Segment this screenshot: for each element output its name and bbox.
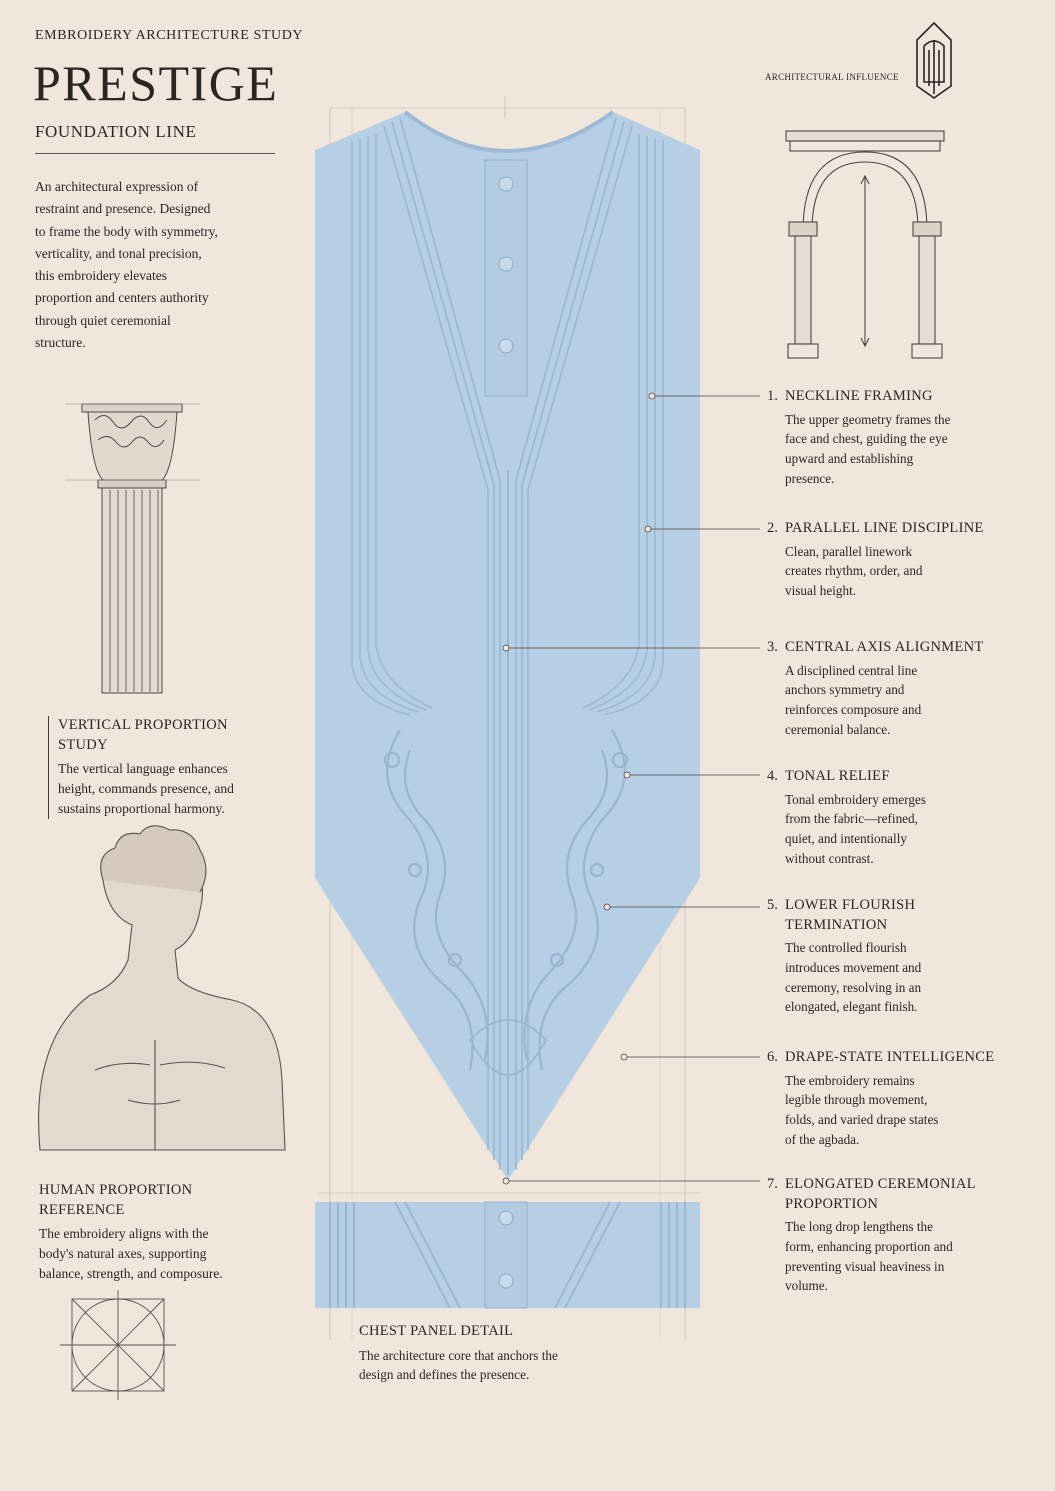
- chest-panel-body: The architecture core that anchors the d…: [359, 1347, 558, 1383]
- human-proportion-caption: HUMAN PROPORTION REFERENCE The embroider…: [39, 1181, 239, 1284]
- annotation-body: The controlled flourish introduces movem…: [785, 940, 922, 1015]
- vertical-proportion-heading: VERTICAL PROPORTION STUDY: [58, 717, 228, 753]
- annotation-number: 5.: [767, 897, 778, 913]
- leader-lines: [502, 392, 760, 1185]
- annotation-number: 7.: [767, 1176, 778, 1192]
- button-icon: [498, 256, 514, 272]
- annotation-title: ELONGATED CEREMONIAL PROPORTION: [785, 1176, 976, 1212]
- annotation-item: 2. PARALLEL LINE DISCIPLINE Clean, paral…: [767, 519, 1007, 601]
- annotation-body: Tonal embroidery emerges from the fabric…: [785, 791, 926, 866]
- architectural-influence-label: ARCHITECTURAL INFLUENCE: [765, 72, 899, 82]
- vertical-proportion-caption: VERTICAL PROPORTION STUDY The vertical l…: [48, 716, 258, 819]
- annotation-number: 6.: [767, 1049, 778, 1065]
- chest-panel-heading: CHEST PANEL DETAIL: [359, 1323, 514, 1339]
- annotation-title: CENTRAL AXIS ALIGNMENT: [785, 639, 984, 655]
- annotation-item: 3. CENTRAL AXIS ALIGNMENT A disciplined …: [767, 638, 1007, 740]
- classical-bust-icon: [38, 825, 286, 1151]
- annotation-number: 1.: [767, 388, 778, 404]
- annotation-item: 5. LOWER FLOURISH TERMINATION The contro…: [767, 896, 1007, 1017]
- human-proportion-heading: HUMAN PROPORTION REFERENCE: [39, 1182, 193, 1218]
- annotation-title: DRAPE-STATE INTELLIGENCE: [785, 1049, 995, 1065]
- annotation-title: PARALLEL LINE DISCIPLINE: [785, 520, 984, 536]
- stacked-arch-logo-icon: [916, 21, 952, 99]
- chest-panel-detail: [315, 1201, 700, 1309]
- arch-with-columns-icon: [785, 130, 945, 359]
- annotation-body: A disciplined central line anchors symme…: [785, 662, 922, 737]
- annotation-number: 3.: [767, 639, 778, 655]
- eyebrow-label: EMBROIDERY ARCHITECTURE STUDY: [35, 28, 304, 43]
- chest-panel-caption: CHEST PANEL DETAIL The architecture core…: [359, 1322, 589, 1385]
- intro-text: An architectural expression of restraint…: [35, 179, 218, 351]
- title-divider: [35, 153, 275, 154]
- annotation-title: TONAL RELIEF: [785, 768, 890, 784]
- annotation-item: 6. DRAPE-STATE INTELLIGENCE The embroide…: [767, 1048, 1007, 1150]
- vertical-proportion-body: The vertical language enhances height, c…: [58, 761, 234, 816]
- proportion-circle-icon: [60, 1290, 176, 1400]
- annotation-item: 1. NECKLINE FRAMING The upper geometry f…: [767, 387, 1007, 489]
- page-title: PRESTIGE: [33, 55, 279, 111]
- annotation-body: Clean, parallel linework creates rhythm,…: [785, 543, 923, 599]
- annotation-title: LOWER FLOURISH TERMINATION: [785, 897, 916, 933]
- page-subtitle: FOUNDATION LINE: [35, 122, 197, 141]
- annotation-body: The embroidery remains legible through m…: [785, 1072, 939, 1147]
- human-proportion-body: The embroidery aligns with the body's na…: [39, 1226, 223, 1281]
- annotation-body: The long drop lengthens the form, enhanc…: [785, 1219, 953, 1294]
- annotation-number: 4.: [767, 768, 778, 784]
- button-icon: [498, 338, 514, 354]
- annotation-item: 7. ELONGATED CEREMONIAL PROPORTION The l…: [767, 1175, 1007, 1296]
- button-icon: [498, 176, 514, 192]
- annotation-item: 4. TONAL RELIEF Tonal embroidery emerges…: [767, 767, 1007, 869]
- corinthian-column-icon: [65, 403, 200, 694]
- annotation-body: The upper geometry frames the face and c…: [785, 411, 951, 486]
- annotation-title: NECKLINE FRAMING: [785, 388, 933, 404]
- annotation-number: 2.: [767, 520, 778, 536]
